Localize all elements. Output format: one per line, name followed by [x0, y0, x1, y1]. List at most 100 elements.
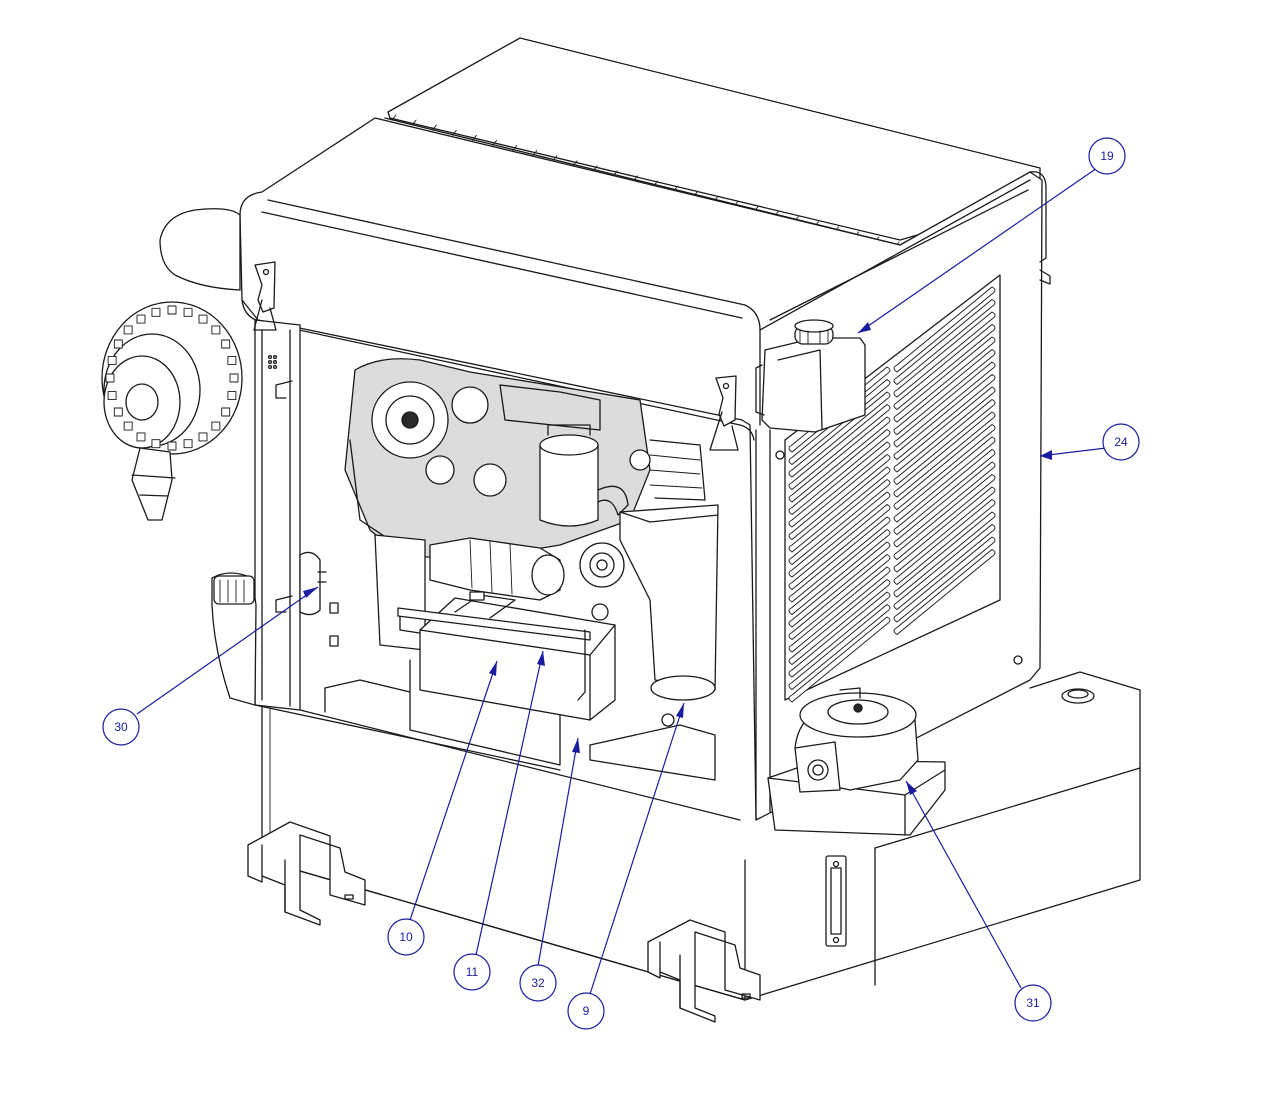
louver-slot	[893, 436, 996, 523]
air-cleaner-rib	[198, 432, 208, 442]
svg-text:9: 9	[583, 1004, 590, 1018]
air-cleaner-rib	[211, 421, 221, 431]
louver-slot	[788, 516, 891, 603]
air-cleaner-rib	[123, 325, 133, 335]
louver-slot	[893, 324, 996, 410]
louver-slot	[893, 386, 996, 473]
callout-9: 9	[567, 992, 605, 1030]
battery-tray	[324, 534, 716, 781]
panel-latch-right	[709, 375, 739, 451]
callout-leaders	[136, 167, 1107, 995]
air-cleaner-rib	[113, 407, 123, 417]
battery-hold-down-bar	[397, 607, 591, 701]
fuel-strainer-assembly	[767, 687, 946, 836]
callout-31: 31	[1014, 984, 1052, 1022]
louver-slot	[893, 474, 996, 560]
air-cleaner-rib	[167, 305, 177, 315]
air-cleaner-rib	[151, 439, 161, 449]
air-cleaner-rib	[167, 441, 177, 451]
callout-10: 10	[387, 918, 425, 956]
louver-slot	[788, 429, 891, 515]
louver-slot	[893, 524, 996, 610]
louver-slot	[788, 616, 891, 703]
roof-hinge-knuckle	[572, 160, 578, 167]
air-cleaner-rib	[107, 355, 117, 365]
louver-slot	[893, 424, 996, 510]
louver-slot	[893, 449, 996, 535]
air-cleaner	[101, 208, 243, 521]
engine-mount	[299, 551, 339, 647]
callout-11: 11	[453, 953, 491, 991]
roof-hinge-knuckle	[592, 165, 598, 172]
air-cleaner-rib	[105, 373, 115, 383]
air-cleaner-rib	[221, 339, 231, 349]
louver-slot	[893, 549, 996, 635]
louver-slot	[788, 554, 891, 640]
louver-slot	[788, 541, 891, 628]
coolant-expansion-tank	[755, 319, 866, 433]
svg-text:30: 30	[114, 720, 128, 734]
air-cleaner-rib	[183, 307, 193, 317]
louver-slot	[788, 441, 891, 528]
roof-hinge-knuckle	[552, 155, 558, 162]
louver-slot	[893, 349, 996, 435]
roof-hinge-knuckle	[431, 124, 437, 131]
svg-text:31: 31	[1026, 996, 1040, 1010]
louver-slot	[788, 504, 891, 590]
louver-slot	[788, 604, 891, 690]
air-cleaner-rib	[107, 391, 117, 401]
louvered-side-panel	[755, 274, 1023, 821]
air-cleaner-rib	[211, 325, 221, 335]
air-cleaner-rib	[221, 407, 231, 417]
louver-slot	[893, 374, 996, 460]
louver-slot	[893, 299, 996, 385]
svg-text:19: 19	[1100, 149, 1114, 163]
louver-slot	[893, 286, 996, 373]
svg-text:10: 10	[399, 930, 413, 944]
air-cleaner-rib	[123, 421, 133, 431]
louver-slot	[893, 336, 996, 423]
air-cleaner-rib	[136, 432, 146, 442]
fuel-filter	[539, 424, 629, 527]
louver-slot	[893, 361, 996, 448]
base-skid	[261, 671, 1141, 1001]
roof-hinge-knuckle	[612, 170, 618, 177]
louver-slot	[788, 591, 891, 678]
louver-slot	[893, 311, 996, 398]
louver-slot	[788, 529, 891, 615]
roof-hinge-knuckle	[411, 119, 417, 126]
louver-slot	[788, 479, 891, 565]
svg-text:32: 32	[531, 976, 545, 990]
lifting-bracket-left	[247, 821, 366, 926]
starter-motor	[429, 537, 565, 601]
roof-hinge-knuckle	[532, 150, 538, 157]
louver-slot	[788, 466, 891, 553]
air-cleaner-rib	[113, 339, 123, 349]
louver-slot	[788, 491, 891, 578]
svg-text:11: 11	[466, 965, 479, 979]
pulley	[579, 542, 625, 621]
engine-shield	[619, 504, 719, 727]
air-cleaner-rib	[136, 314, 146, 324]
callout-24: 24	[1102, 423, 1140, 461]
callout-19: 19	[1088, 137, 1126, 175]
panel-latch-left	[253, 261, 277, 331]
louver-slot	[893, 411, 996, 498]
callout-32: 32	[519, 964, 557, 1002]
roof-hinge-knuckle	[391, 114, 397, 121]
louver-slot	[893, 536, 996, 623]
louver-slot	[788, 404, 891, 490]
roof-hinge-knuckle	[492, 139, 498, 146]
air-cleaner-rib	[227, 355, 237, 365]
air-cleaner-rib	[198, 314, 208, 324]
roof-hinge-knuckle	[472, 134, 477, 141]
louver-slot	[788, 416, 891, 503]
air-cleaner-rib	[229, 373, 239, 383]
lifting-bracket-right	[647, 919, 761, 1023]
air-cleaner-rib	[151, 307, 161, 317]
roof-hinge-knuckle	[512, 145, 518, 151]
roof-hinge-knuckle	[451, 129, 457, 136]
louver-slot	[788, 579, 891, 665]
air-cleaner-rib	[183, 439, 193, 449]
louver-slot	[893, 486, 996, 573]
